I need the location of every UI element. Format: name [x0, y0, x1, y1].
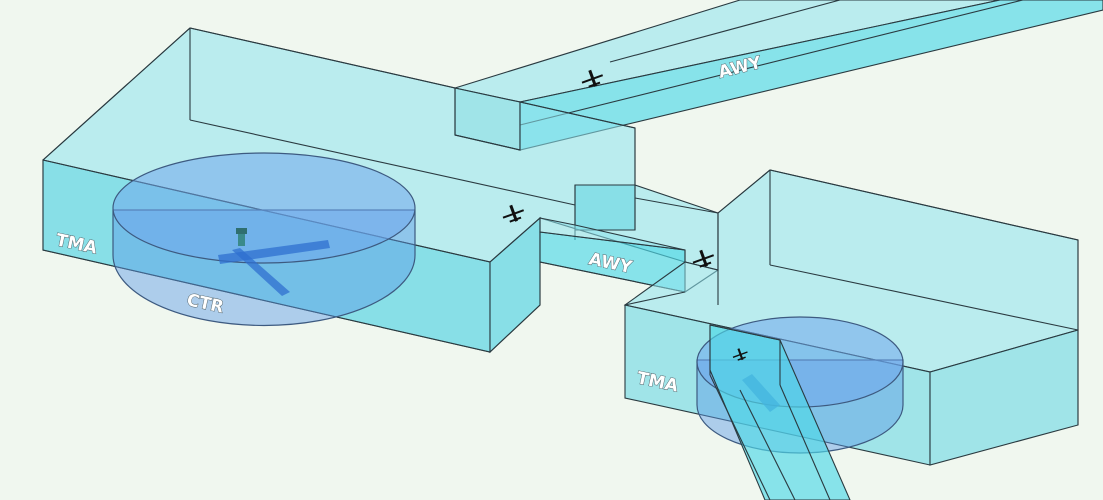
airplane-icon	[732, 348, 748, 361]
runway-icon	[218, 240, 330, 296]
airplane-icon	[581, 69, 604, 88]
airplane-icon	[692, 249, 715, 268]
control-tower-icon	[236, 228, 247, 246]
airplane-icon	[502, 204, 525, 223]
ctr-left	[112, 152, 416, 327]
approach-corridor	[709, 324, 851, 500]
